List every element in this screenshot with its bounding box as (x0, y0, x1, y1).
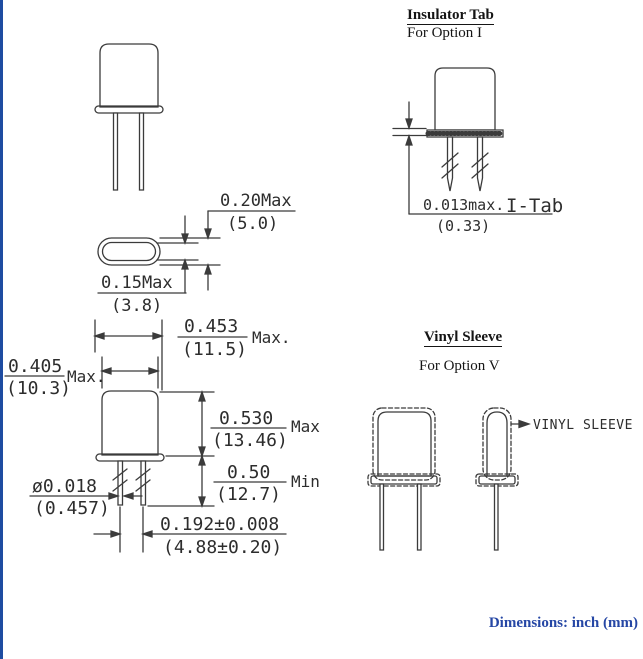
dim-base-width-mm: (11.5) (182, 339, 247, 360)
dim-can-height-mm: (13.46) (212, 430, 288, 451)
dim-tab-mm: (0.33) (436, 217, 490, 235)
dim-lead-length-mm: (12.7) (216, 484, 281, 505)
dim-tab-inch: 0.013max. (423, 196, 504, 214)
dim-can-height-qual: Max (291, 417, 320, 436)
dim-lead-length-inch: 0.50 (227, 462, 270, 483)
crystal-front-view-drawing (5, 320, 286, 552)
crystal-side-view-drawing (95, 44, 163, 190)
dim-can-height-inch: 0.530 (219, 408, 273, 429)
dim-topview-inner-mm: (3.8) (111, 296, 162, 316)
vinyl-sleeve-subtitle: For Option V (419, 358, 500, 374)
dim-can-width-qual: Max. (67, 367, 106, 386)
label-i-tab: I-Tab (506, 195, 563, 217)
dim-can-width-inch: 0.405 (8, 356, 62, 377)
label-vinyl-sleeve-callout: VINYL SLEEVE (533, 418, 633, 433)
page-left-border (0, 0, 3, 659)
dim-can-width-mm: (10.3) (6, 378, 71, 399)
dim-lead-spacing-mm: (4.88±0.20) (163, 537, 282, 558)
dim-topview-inner-inch: 0.15Max (101, 273, 173, 293)
vinyl-sleeve-drawing (368, 408, 529, 550)
dim-base-width-inch: 0.453 (184, 316, 238, 337)
insulator-tab-subtitle: For Option I (407, 25, 482, 41)
dim-base-width-qual: Max. (252, 328, 291, 347)
dim-lead-dia-inch: ø0.018 (32, 476, 97, 497)
vinyl-sleeve-title: Vinyl Sleeve (424, 329, 503, 347)
dim-lead-length-qual: Min (291, 472, 320, 491)
crystal-top-view-drawing (98, 211, 295, 293)
dim-lead-dia-mm: (0.457) (34, 498, 110, 519)
dim-lead-spacing-inch: 0.192±0.008 (160, 514, 279, 535)
insulator-tab-title: Insulator Tab (407, 7, 494, 25)
dim-topview-outer-mm: (5.0) (227, 214, 278, 234)
dim-topview-outer-inch: 0.20Max (220, 191, 292, 211)
insulator-tab-drawing (393, 68, 552, 214)
dimensions-note: Dimensions: inch (mm) (488, 615, 638, 631)
